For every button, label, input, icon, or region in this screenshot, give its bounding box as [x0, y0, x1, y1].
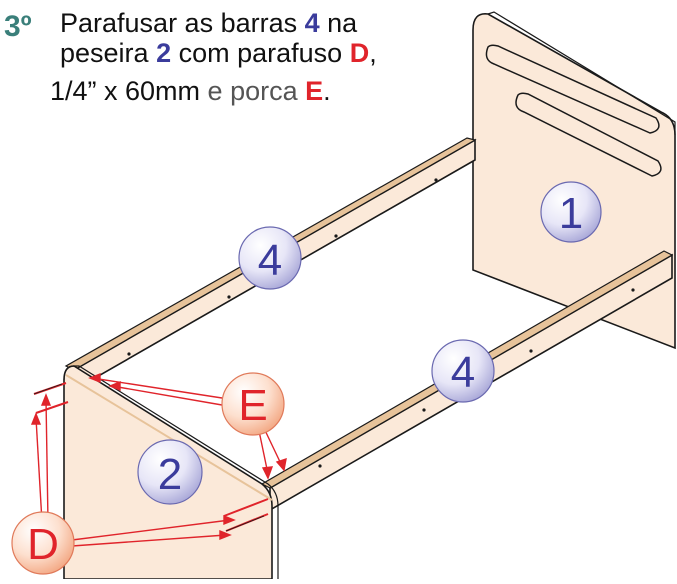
- rail-hole: [334, 234, 338, 238]
- headboard-panel: [472, 11, 676, 350]
- label-rail-back: 4: [238, 226, 302, 290]
- part-ref-4: 4: [304, 8, 320, 38]
- rail-hole: [434, 178, 438, 182]
- screw-d-arrows: [30, 393, 236, 547]
- step-number: 3º: [4, 10, 32, 43]
- label-screw-d: D: [11, 511, 75, 575]
- headboard-slot-lower: [515, 92, 662, 177]
- label-headboard: 1: [540, 181, 602, 243]
- part-ref-e: E: [305, 76, 324, 106]
- instruction-line-1: Parafusar as barras 4 na: [60, 8, 358, 38]
- instruction-text: 3º Parafusar as barras 4 na peseira 2 co…: [0, 0, 470, 120]
- label-screw-d-text: D: [27, 520, 59, 569]
- label-rail-back-text: 4: [258, 236, 282, 285]
- label-nut-e: E: [221, 372, 285, 436]
- label-footboard: 2: [137, 439, 203, 505]
- rail-hole: [227, 295, 231, 299]
- part-ref-d: D: [349, 38, 370, 68]
- label-headboard-text: 1: [559, 189, 583, 238]
- screws-d: [33, 382, 269, 532]
- label-rail-front-text: 4: [451, 348, 475, 397]
- part-ref-2: 2: [156, 38, 172, 68]
- rail-hole: [422, 408, 426, 412]
- instruction-line-3: 1/4” x 60mm e porca E.: [50, 76, 331, 106]
- headboard-slot-upper: [485, 44, 660, 134]
- rail-hole: [127, 352, 131, 356]
- rail-hole: [318, 464, 322, 468]
- instruction-line-2: peseira 2 com parafuso D,: [60, 38, 377, 68]
- nut-e-arrows: [88, 372, 287, 480]
- label-footboard-text: 2: [158, 450, 182, 499]
- label-rail-front: 4: [431, 339, 495, 403]
- label-nut-e-text: E: [238, 381, 267, 430]
- rail-hole: [529, 349, 533, 353]
- rail-hole: [631, 288, 635, 292]
